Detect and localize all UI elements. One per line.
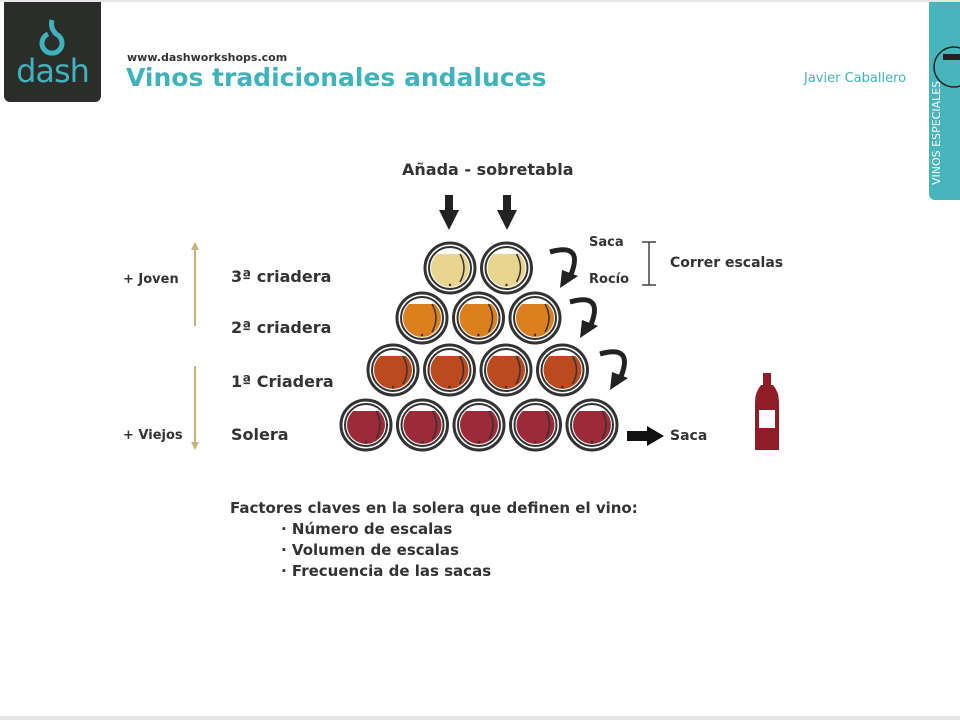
barrel	[479, 343, 533, 397]
side-tab[interactable]	[929, 2, 960, 200]
factor-item: · Volumen de escalas	[281, 541, 459, 559]
factor-item: · Frecuencia de las sacas	[281, 562, 492, 580]
barrel	[480, 241, 533, 295]
top-label: Añada - sobretabla	[402, 160, 574, 179]
barrel	[396, 398, 449, 452]
correr-bracket	[642, 241, 656, 286]
barrel	[366, 343, 420, 397]
old-arrow-head	[191, 442, 199, 450]
dash-logo: dash	[4, 2, 101, 102]
site-url[interactable]: www.dashworkshops.com	[127, 51, 288, 64]
young-label: + Joven	[123, 272, 179, 287]
barrel	[565, 398, 619, 452]
row-label: 3ª criadera	[231, 267, 332, 286]
barrel	[536, 343, 589, 397]
rocio-label: Rocío	[589, 272, 630, 287]
barrel	[508, 291, 562, 345]
factor-item: · Número de escalas	[281, 520, 453, 538]
transfer-arrow-icon	[549, 247, 578, 288]
page-title: Vinos tradicionales andaluces	[126, 63, 547, 92]
row-label: 2ª criadera	[231, 318, 332, 337]
transfer-arrow-icon	[569, 297, 598, 338]
author: Javier Caballero	[804, 71, 907, 86]
saca-out-label: Saca	[670, 428, 708, 444]
barrel	[423, 343, 476, 397]
drop-icon	[39, 19, 65, 56]
barrel	[339, 398, 393, 452]
row-label: Solera	[231, 425, 289, 444]
barrel	[395, 291, 449, 345]
saca-arrow-icon	[627, 426, 664, 446]
bottom-border	[0, 716, 960, 720]
barrel	[423, 241, 477, 295]
barrel	[452, 398, 506, 452]
barrel	[509, 398, 562, 452]
wine-bottle-icon	[755, 373, 779, 450]
down-arrow-icon	[497, 195, 517, 230]
barrel-icon	[933, 46, 960, 88]
down-arrow-icon	[439, 195, 459, 230]
correr-label: Correr escalas	[670, 255, 784, 271]
logo-text: dash	[16, 52, 90, 90]
barrel	[452, 291, 505, 345]
old-label: + Viejos	[123, 428, 183, 443]
row-label: 1ª Criadera	[231, 372, 334, 391]
factors-heading: Factores claves en la solera que definen…	[230, 499, 638, 517]
transfer-arrow-icon	[599, 349, 628, 390]
top-border	[0, 0, 960, 2]
saca-label: Saca	[589, 235, 624, 250]
young-arrow-head	[191, 242, 199, 250]
